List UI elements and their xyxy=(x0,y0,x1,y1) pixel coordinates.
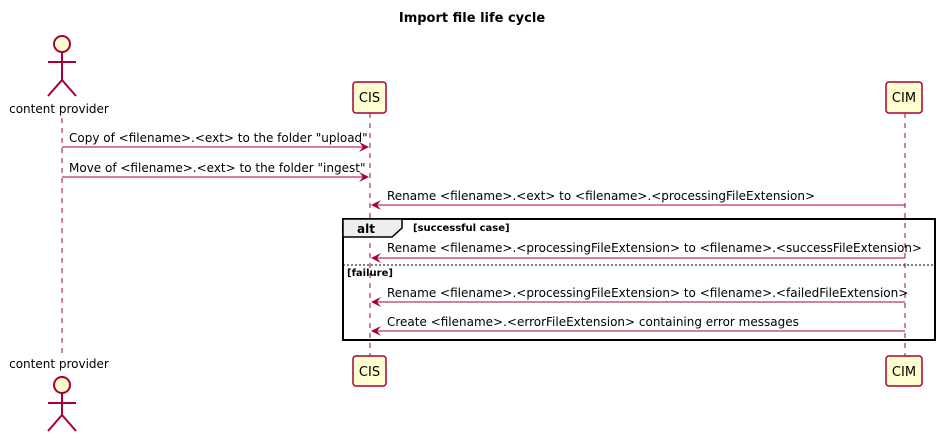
actor-head xyxy=(53,376,71,394)
actor-content-provider-bottom: content provider xyxy=(9,357,109,432)
participant-cim-bottom: CIM xyxy=(885,355,923,387)
participant-cim-top: CIM xyxy=(885,81,923,114)
message-label: Copy of <filename>.<ext> to the folder "… xyxy=(69,131,368,145)
alt-fragment: alt [successful case] [failure] xyxy=(342,218,936,341)
actor-head xyxy=(53,35,71,53)
alt-fragment-tab xyxy=(342,218,403,238)
participant-label-cis-top: CIS xyxy=(359,91,380,106)
diagram-title: Import file life cycle xyxy=(399,11,545,26)
message-label: Rename <filename>.<processingFileExtensi… xyxy=(387,286,908,300)
message-label: Rename <filename>.<processingFileExtensi… xyxy=(387,241,922,255)
participant-cis-top: CIS xyxy=(352,81,387,114)
message-label: Move of <filename>.<ext> to the folder "… xyxy=(69,161,365,175)
participant-label-cis-bottom: CIS xyxy=(359,365,380,380)
alt-keyword: alt xyxy=(357,222,375,236)
alt-guard-failure: [failure] xyxy=(347,268,393,279)
participant-label-cim-bottom: CIM xyxy=(892,365,916,380)
actor-label-content-provider-bottom: content provider xyxy=(9,357,109,371)
participant-label-cim-top: CIM xyxy=(892,91,916,106)
alt-guard-successful: [successful case] xyxy=(413,223,510,234)
actor-content-provider-top: content provider xyxy=(9,35,109,116)
alt-fragment-frame xyxy=(342,218,936,341)
participant-cis-bottom: CIS xyxy=(352,355,387,387)
message-label: Create <filename>.<errorFileExtension> c… xyxy=(387,315,799,329)
actor-label-content-provider-top: content provider xyxy=(9,102,109,116)
message-label: Rename <filename>.<ext> to <filename>.<p… xyxy=(387,189,815,203)
